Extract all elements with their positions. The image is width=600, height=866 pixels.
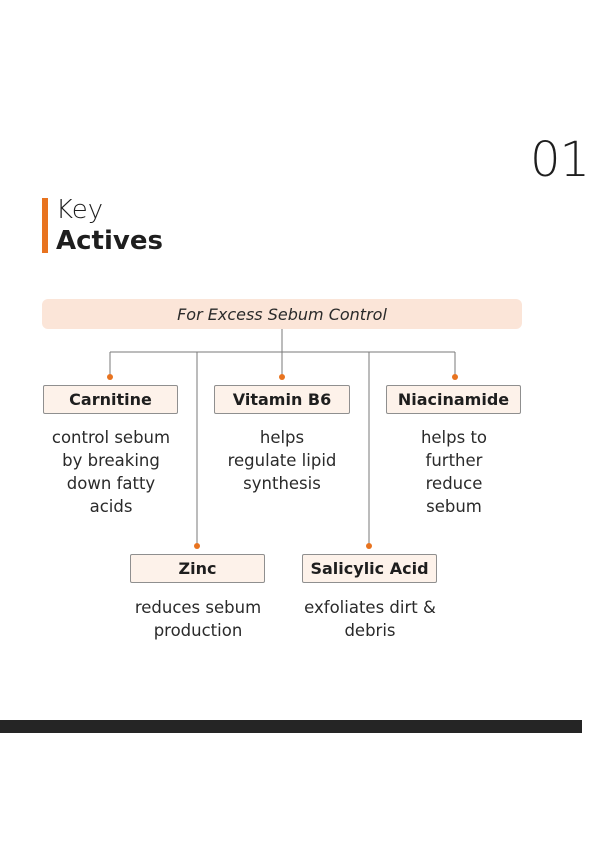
footer-bar: [0, 720, 582, 733]
node-dot-carnitine: [107, 374, 113, 380]
box-niacinamide: Niacinamide: [386, 385, 521, 414]
desc-carnitine: control sebum by breaking down fatty aci…: [51, 428, 171, 516]
desc-niacinamide: helps to further reduce sebum: [420, 428, 488, 516]
title-accent-bar: [42, 198, 48, 253]
node-dot-salicylic-acid: [366, 543, 372, 549]
diagram-header: For Excess Sebum Control: [42, 299, 522, 329]
title-line-2: Actives: [56, 226, 163, 256]
desc-zinc: reduces sebum production: [134, 598, 262, 640]
box-vitamin-b6: Vitamin B6: [214, 385, 350, 414]
title-line-1: Key: [56, 195, 104, 225]
box-salicylic-acid: Salicylic Acid: [302, 554, 437, 583]
box-carnitine: Carnitine: [43, 385, 178, 414]
desc-salicylic-acid: exfoliates dirt & debris: [304, 598, 436, 640]
box-zinc: Zinc: [130, 554, 265, 583]
node-dot-zinc: [194, 543, 200, 549]
page-number: 01: [530, 132, 590, 188]
node-dot-vitamin-b6: [279, 374, 285, 380]
node-dot-niacinamide: [452, 374, 458, 380]
desc-vitamin-b6: helps regulate lipid synthesis: [227, 428, 337, 493]
